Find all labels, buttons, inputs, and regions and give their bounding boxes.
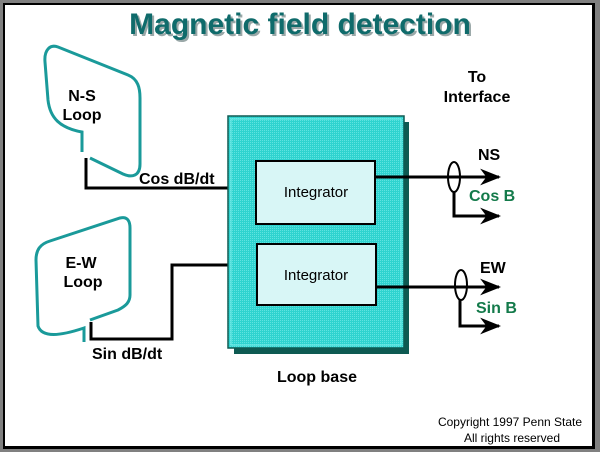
ew-loop-antenna [34, 216, 132, 342]
ew-signal-label: Sin dB/dt [92, 346, 163, 363]
ns-signal-label: Cos dB/dt [139, 171, 215, 188]
page-title: Magnetic field detection [129, 8, 471, 41]
integrator-ew [256, 243, 377, 306]
loop-base-label: Loop base [277, 369, 357, 386]
ew-output-label: EW [480, 260, 507, 277]
loop-base [227, 115, 405, 349]
interface-label-1: To [468, 69, 487, 86]
ew-loop-label-2: Loop [63, 274, 102, 291]
integrator-ns [255, 160, 376, 225]
ew-cable-clamp-icon [454, 269, 468, 301]
ns-output-label: NS [478, 147, 501, 164]
ew-output-value: Sin B [476, 300, 517, 317]
copyright-line-2: All rights reserved [464, 431, 560, 445]
ns-signal-wire [84, 158, 258, 190]
integrator-ns-label: Integrator [284, 184, 348, 201]
ns-loop-label-2: Loop [62, 107, 101, 124]
ns-ground-arrow [452, 192, 502, 225]
copyright-line-1: Copyright 1997 Penn State [438, 415, 582, 429]
ns-loop-antenna [43, 44, 142, 178]
ew-ground-arrow [458, 300, 502, 335]
ns-loop-label-1: N-S [68, 88, 96, 105]
loop-base-inner-edge [230, 118, 402, 346]
interface-label-2: Interface [444, 89, 511, 106]
page-title-shadow: Magnetic field detection [131, 10, 473, 43]
ew-loop-label-1: E-W [65, 255, 97, 272]
ew-signal-wire [89, 263, 258, 341]
integrator-ew-label: Integrator [284, 267, 348, 284]
ns-output-value: Cos B [469, 188, 515, 205]
